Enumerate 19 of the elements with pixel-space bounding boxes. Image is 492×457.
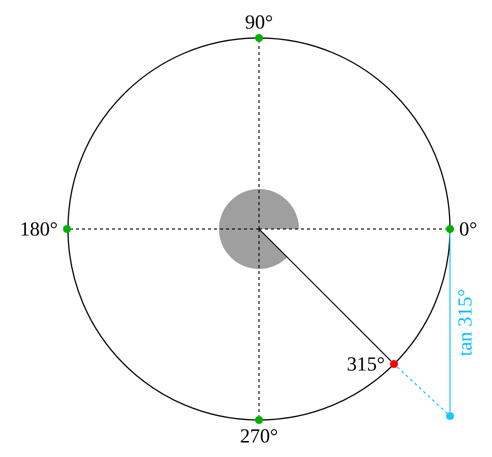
point-dot <box>255 416 263 424</box>
line <box>258 228 446 230</box>
angle-label: 0° <box>460 222 476 236</box>
angle-label: 180° <box>22 222 57 236</box>
line <box>258 42 260 230</box>
angle-label: 90° <box>246 15 272 29</box>
line <box>396 366 448 414</box>
line <box>258 228 260 416</box>
point-dot <box>63 224 71 233</box>
edge-label: tan 315° <box>456 286 474 358</box>
line <box>258 228 392 362</box>
angle-label: 270° <box>240 429 278 443</box>
point-dot <box>390 360 398 368</box>
point-dot <box>255 34 263 42</box>
angle-label: 315° <box>348 357 384 371</box>
point-dot <box>446 412 454 420</box>
point-dot <box>446 224 454 233</box>
angle-sector <box>219 189 299 269</box>
line <box>70 228 260 230</box>
